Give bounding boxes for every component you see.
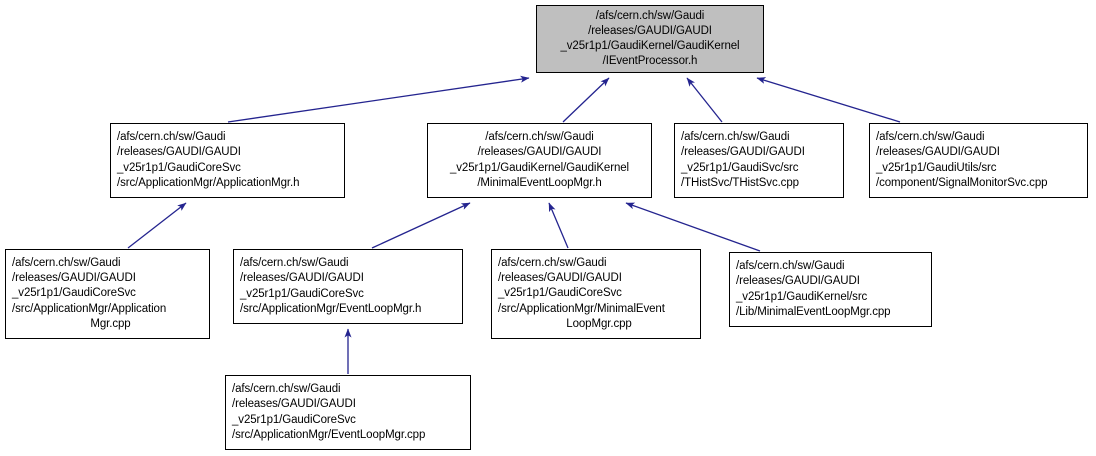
node-label-line: /src/ApplicationMgr/Application	[12, 302, 167, 315]
node-label-line: _v25r1p1/GaudiSvc/src	[681, 161, 799, 174]
node-label-line: /IEventProcessor.h	[602, 55, 698, 68]
node-label-line: _v25r1p1/GaudiKernel/src	[736, 290, 868, 303]
node-label-line: LoopMgr.cpp	[566, 317, 632, 330]
graph-edge-signalmonitorsvc-cpp-to-ieventprocessor	[756, 77, 901, 123]
graph-edge-thistsvc-cpp-to-ieventprocessor	[686, 77, 723, 123]
graph-edge-minimaleventloopmgr-cpp-to-minimaleventloopmgr-h	[548, 202, 569, 249]
node-label-line: /afs/cern.ch/sw/Gaudi	[240, 257, 349, 270]
node-label-line: _v25r1p1/GaudiCoreSvc	[232, 413, 356, 426]
graph-edge-applicationmgr-h-to-ieventprocessor	[227, 75, 530, 123]
node-label-line: /component/SignalMonitorSvc.cpp	[876, 176, 1048, 189]
graph-node-applicationmgr-cpp[interactable]: /afs/cern.ch/sw/Gaudi/releases/GAUDI/GAU…	[5, 249, 210, 339]
node-label-line: /releases/GAUDI/GAUDI	[477, 146, 602, 159]
node-label-line: /releases/GAUDI/GAUDI	[12, 272, 136, 285]
node-label-line: /releases/GAUDI/GAUDI	[681, 146, 805, 159]
node-label-line: /Lib/MinimalEventLoopMgr.cpp	[736, 305, 891, 318]
node-label-line: /afs/cern.ch/sw/Gaudi	[681, 131, 790, 144]
node-label-line: /releases/GAUDI/GAUDI	[498, 272, 622, 285]
graph-node-minimaleventloopmgr-cpp[interactable]: /afs/cern.ch/sw/Gaudi/releases/GAUDI/GAU…	[491, 249, 701, 339]
graph-edge-lib-minimaleventloopmgr-cpp-to-minimaleventloopmgr-h	[625, 202, 761, 252]
node-label-line: _v25r1p1/GaudiCoreSvc	[12, 287, 136, 300]
node-label-line: /releases/GAUDI/GAUDI	[232, 398, 356, 411]
node-label-line: /afs/cern.ch/sw/Gaudi	[117, 131, 226, 144]
node-label-line: /src/ApplicationMgr/MinimalEvent	[498, 302, 665, 315]
graph-node-lib-minimaleventloopmgr-cpp[interactable]: /afs/cern.ch/sw/Gaudi/releases/GAUDI/GAU…	[729, 252, 932, 327]
node-label-line: /MinimalEventLoopMgr.h	[477, 176, 602, 189]
node-label-line: /releases/GAUDI/GAUDI	[588, 24, 712, 37]
node-label-line: /afs/cern.ch/sw/Gaudi	[736, 260, 845, 273]
node-label-line: /releases/GAUDI/GAUDI	[117, 146, 241, 159]
node-label-line: /afs/cern.ch/sw/Gaudi	[485, 131, 594, 144]
graph-node-minimaleventloopmgr-h[interactable]: /afs/cern.ch/sw/Gaudi/releases/GAUDI/GAU…	[427, 123, 652, 198]
graph-edge-eventloopmgr-h-to-minimaleventloopmgr-h	[371, 202, 471, 249]
node-label-line: /src/ApplicationMgr/ApplicationMgr.h	[117, 176, 300, 189]
node-label-line: _v25r1p1/GaudiCoreSvc	[498, 287, 622, 300]
node-label-line: _v25r1p1/GaudiCoreSvc	[117, 161, 241, 174]
node-label-line: /afs/cern.ch/sw/Gaudi	[12, 256, 121, 269]
node-label-line: /src/ApplicationMgr/EventLoopMgr.h	[240, 302, 422, 315]
node-label-line: /afs/cern.ch/sw/Gaudi	[232, 383, 341, 396]
node-label-line: _v25r1p1/GaudiKernel/GaudiKernel	[560, 40, 740, 52]
node-label-line: /afs/cern.ch/sw/Gaudi	[498, 256, 607, 269]
node-label-line: /afs/cern.ch/sw/Gaudi	[595, 9, 705, 22]
graph-edge-applicationmgr-cpp-to-applicationmgr-h	[127, 202, 187, 249]
graph-node-ieventprocessor[interactable]: /afs/cern.ch/sw/Gaudi/releases/GAUDI/GAU…	[536, 5, 764, 73]
graph-node-applicationmgr-h[interactable]: /afs/cern.ch/sw/Gaudi/releases/GAUDI/GAU…	[110, 123, 345, 198]
node-label-line: /src/ApplicationMgr/EventLoopMgr.cpp	[232, 428, 426, 441]
node-label-line: /releases/GAUDI/GAUDI	[736, 275, 860, 288]
node-label-line: _v25r1p1/GaudiKernel/GaudiKernel	[449, 161, 629, 174]
node-label-line: Mgr.cpp	[90, 317, 131, 330]
graph-node-eventloopmgr-h[interactable]: /afs/cern.ch/sw/Gaudi/releases/GAUDI/GAU…	[233, 249, 463, 324]
node-label-line: /releases/GAUDI/GAUDI	[240, 272, 364, 285]
graph-edge-minimaleventloopmgr-h-to-ieventprocessor	[562, 77, 610, 123]
node-label-line: _v25r1p1/GaudiUtils/src	[876, 161, 997, 174]
graph-node-signalmonitorsvc-cpp[interactable]: /afs/cern.ch/sw/Gaudi/releases/GAUDI/GAU…	[869, 123, 1088, 198]
node-label-line: /THistSvc/THistSvc.cpp	[681, 176, 799, 189]
node-label-line: _v25r1p1/GaudiCoreSvc	[240, 287, 364, 300]
graph-node-thistsvc-cpp[interactable]: /afs/cern.ch/sw/Gaudi/releases/GAUDI/GAU…	[674, 123, 844, 198]
node-label-line: /afs/cern.ch/sw/Gaudi	[876, 131, 985, 144]
graph-node-eventloopmgr-cpp[interactable]: /afs/cern.ch/sw/Gaudi/releases/GAUDI/GAU…	[225, 375, 471, 450]
node-label-line: /releases/GAUDI/GAUDI	[876, 146, 1000, 159]
